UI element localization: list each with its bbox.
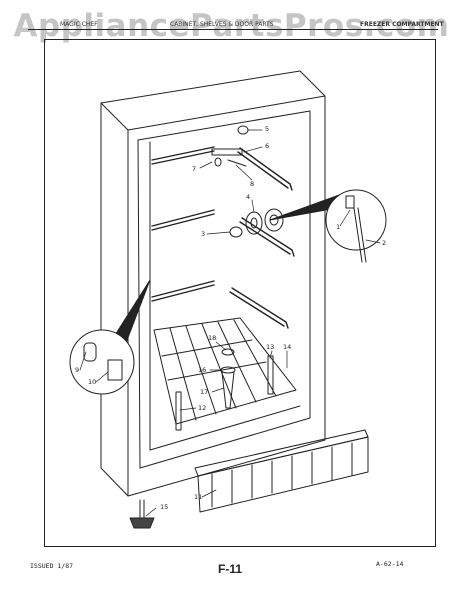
watermark: AppliancePartsPros.com — [13, 8, 450, 44]
callout-15: 15 — [160, 503, 169, 511]
callout-6: 6 — [265, 142, 270, 150]
callout-16: 16 — [198, 366, 207, 374]
callout-11: 11 — [194, 493, 203, 501]
callout-13: 13 — [266, 343, 275, 351]
diagram-frame — [44, 39, 436, 547]
callout-3: 3 — [201, 230, 206, 238]
callout-5: 5 — [265, 125, 270, 133]
right-shelf-rails — [229, 147, 295, 329]
header-rule — [28, 29, 438, 30]
header-title: CABINET, SHELVES & DOOR PARTS — [170, 21, 274, 28]
leveling-leg — [129, 499, 155, 529]
callout-8: 8 — [250, 180, 255, 188]
header-section: FREEZER COMPARTMENT — [360, 21, 444, 28]
hinge-detail — [269, 189, 387, 263]
kick-plate — [194, 429, 369, 513]
callout-1: 1 — [336, 223, 341, 231]
callout-7: 7 — [192, 165, 197, 173]
drawing-code: A-62-14 — [376, 560, 404, 568]
issued-date: ISSUED 1/87 — [30, 562, 74, 570]
callout-17: 17 — [200, 388, 209, 396]
page-number: F-11 — [218, 562, 243, 576]
leader-lines — [79, 129, 381, 517]
door-stop-detail — [69, 279, 151, 395]
callout-4: 4 — [246, 193, 251, 201]
callout-12: 12 — [198, 404, 207, 412]
callout-14: 14 — [283, 343, 292, 351]
callout-2: 2 — [382, 239, 387, 247]
cabinet-outline — [100, 70, 326, 497]
left-shelf-rails — [151, 146, 215, 302]
floor-shelf — [153, 317, 297, 425]
callout-18: 18 — [208, 334, 217, 342]
header-brand: MAGIC CHEF — [60, 21, 98, 28]
callout-9: 9 — [75, 366, 80, 374]
callout-10: 10 — [88, 378, 97, 386]
